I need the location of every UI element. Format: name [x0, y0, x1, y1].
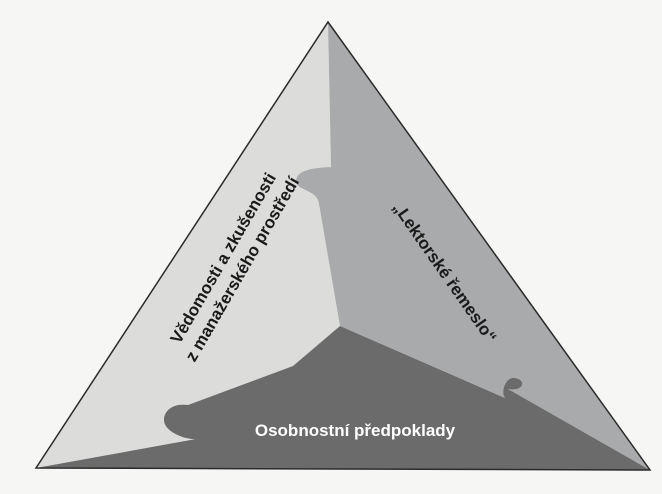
bottom-segment-label: Osobnostní předpoklady	[255, 421, 456, 440]
